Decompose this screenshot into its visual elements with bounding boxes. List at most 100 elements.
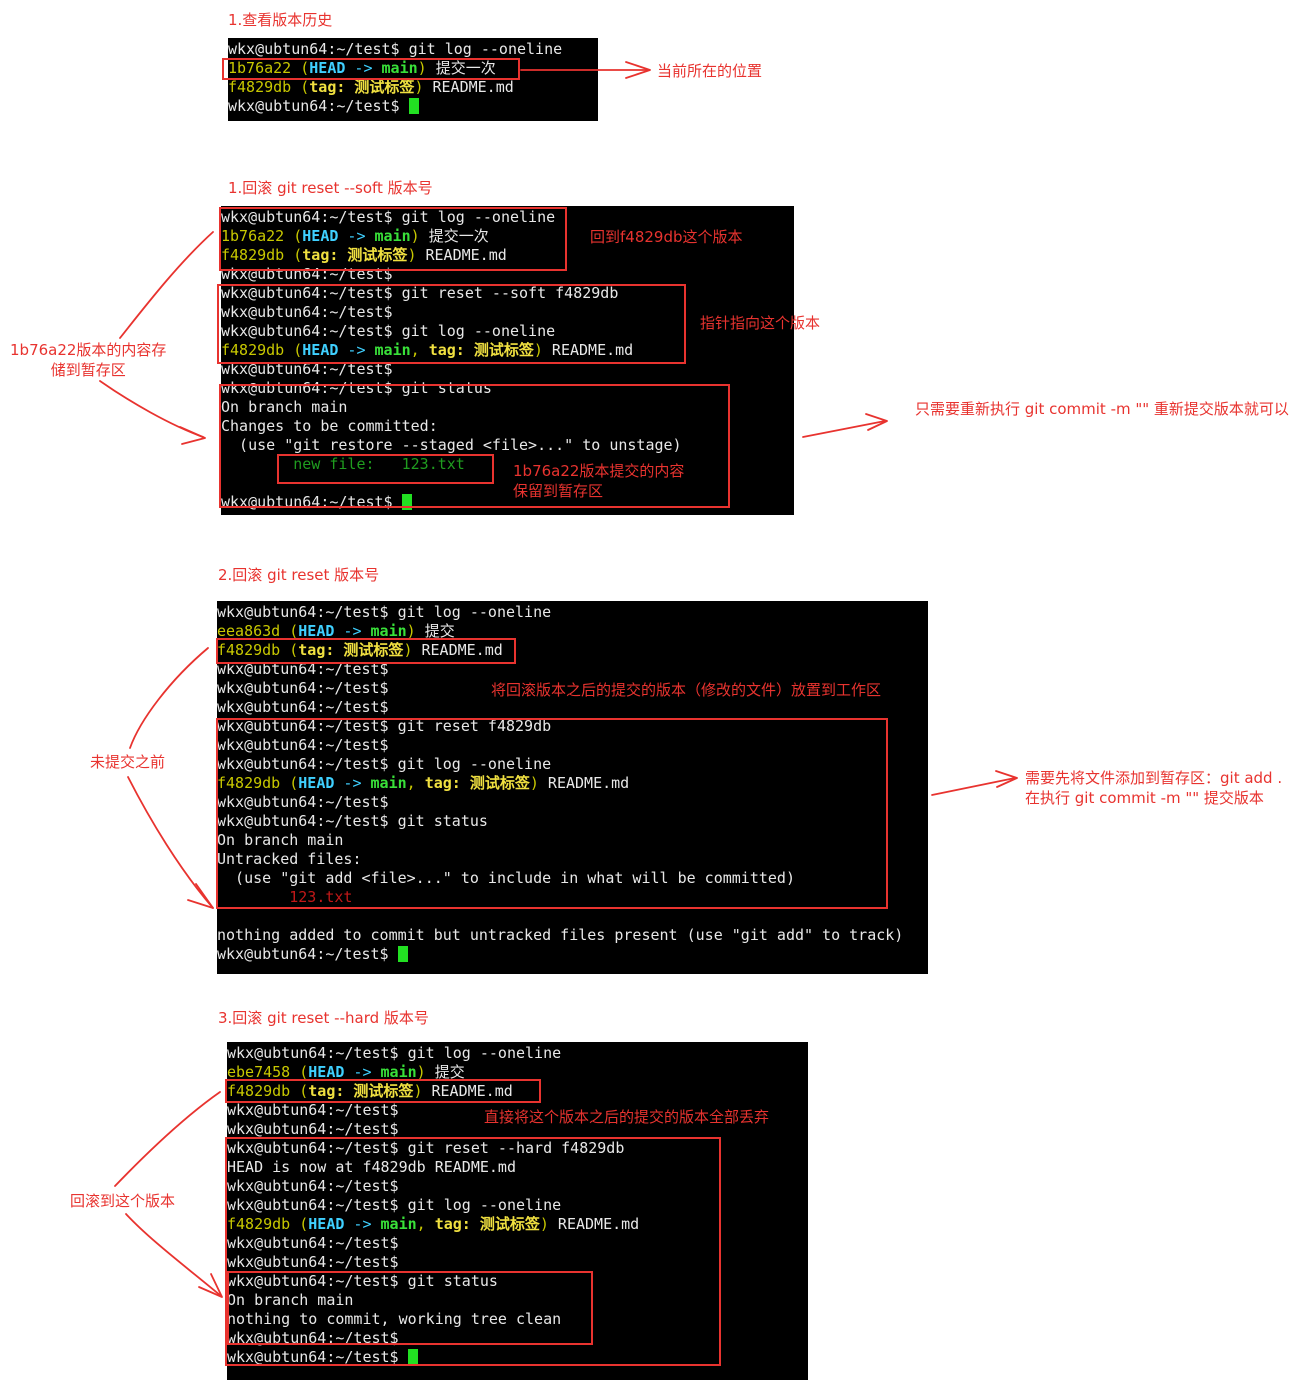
terminal-cursor[interactable] [407, 1349, 418, 1365]
commit-message: README.md [416, 246, 507, 264]
terminal-line: wkx@ubtun64:~/test$ git status [221, 379, 794, 398]
terminal-text: wkx@ubtun64:~/test$ [227, 1253, 399, 1271]
commit-hash: eea863d [217, 622, 281, 640]
terminal-cursor[interactable] [397, 946, 408, 962]
terminal-log-line: f4829db (tag: 测试标签) README.md [221, 246, 794, 265]
terminal-line: wkx@ubtun64:~/test$ git log --oneline [227, 1044, 808, 1063]
ref-paren-open: ( [290, 1063, 309, 1081]
head-ref: HEAD [298, 622, 335, 640]
terminal-line: wkx@ubtun64:~/test$ [227, 1253, 808, 1272]
ref-paren-open: ( [291, 59, 310, 77]
commit-message: README.md [538, 774, 630, 792]
ref-separator: , [406, 774, 425, 792]
tag-ref: tag: 测试标签 [298, 641, 404, 659]
terminal-line: wkx@ubtun64:~/test$ [217, 660, 928, 679]
highlight-reset-hard [225, 1137, 721, 1366]
branch-ref: main [381, 59, 418, 77]
terminal-log-line: eea863d (HEAD -> main) 提交 [217, 622, 928, 641]
terminal-log-line: f4829db (tag: 测试标签) README.md [227, 1082, 808, 1101]
commit-hash: f4829db [221, 246, 285, 264]
ref-paren-close: ) [403, 641, 413, 659]
branch-ref: main [380, 1215, 417, 1233]
terminal-line: On branch main [217, 831, 928, 850]
terminal-log-line: f4829db (HEAD -> main, tag: 测试标签) README… [227, 1215, 808, 1234]
terminal-text: Changes to be committed: [221, 417, 438, 435]
commit-message: README.md [423, 78, 514, 96]
terminal-prompt-line: wkx@ubtun64:~/test$ [217, 945, 928, 964]
commit-hash: 1b76a22 [228, 59, 292, 77]
note-discard-later: 直接将这个版本之后的提交的版本全部丢弃 [484, 1108, 770, 1126]
commit-hash: ebe7458 [227, 1063, 291, 1081]
note-recommit: 只需要重新执行 git commit -m "" 重新提交版本就可以 [915, 400, 1289, 418]
terminal-line: nothing added to commit but untracked fi… [217, 926, 928, 945]
highlight-log-before [219, 207, 567, 271]
branch-ref: main [370, 622, 407, 640]
terminal-line: wkx@ubtun64:~/test$ [217, 679, 928, 698]
highlight-clean-status [227, 1271, 593, 1345]
terminal-text: wkx@ubtun64:~/test$ git log --oneline [227, 1044, 562, 1062]
arrow-mixed-right [931, 777, 1016, 796]
arrow-hard-left-up [114, 1091, 221, 1187]
note-working-tree: 将回滚版本之后的提交的版本（修改的文件）放置到工作区 [491, 681, 882, 699]
terminal-text: nothing to commit, working tree clean [227, 1310, 562, 1328]
highlight-reset-soft [217, 284, 686, 364]
terminal-line: On branch main [221, 398, 794, 417]
terminal-prompt-line: wkx@ubtun64:~/test$ [227, 1348, 808, 1367]
highlight-staged-file [277, 454, 494, 484]
terminal-line: wkx@ubtun64:~/test$ [221, 303, 794, 322]
terminal-text: wkx@ubtun64:~/test$ git log --oneline [221, 322, 556, 340]
commit-hash: f4829db [227, 1215, 291, 1233]
terminal-text: wkx@ubtun64:~/test$ [227, 1177, 399, 1195]
tag-ref: tag: 测试标签 [424, 774, 530, 792]
terminal-text: wkx@ubtun64:~/test$ git reset f4829db [217, 717, 552, 735]
head-ref: HEAD [308, 1063, 345, 1081]
terminal-cursor[interactable] [408, 98, 419, 114]
terminal-log-line: f4829db (HEAD -> main, tag: 测试标签) README… [221, 341, 794, 360]
tag-ref: tag: 测试标签 [428, 341, 534, 359]
terminal-line: (use "git restore --staged <file>..." to… [221, 436, 794, 455]
terminal-line: wkx@ubtun64:~/test$ git log --oneline [227, 1196, 808, 1215]
ref-paren-close: ) [539, 1215, 549, 1233]
terminal-line: Changes to be committed: [221, 417, 794, 436]
ref-paren-close: ) [533, 341, 543, 359]
terminal-text: wkx@ubtun64:~/test$ git reset --soft f48… [221, 284, 619, 302]
terminal-line: Untracked files: [217, 850, 928, 869]
ref-paren-open: ( [284, 246, 303, 264]
highlight-current-position [222, 58, 520, 80]
commit-message: 提交一次 [419, 227, 489, 245]
commit-message: README.md [422, 1082, 513, 1100]
terminal-text: wkx@ubtun64:~/test$ [227, 1234, 399, 1252]
ref-paren-close: ) [413, 1082, 423, 1100]
arrow-soft-left-up [119, 231, 214, 339]
ref-arrow: -> [338, 227, 375, 245]
ref-paren-open: ( [290, 1082, 309, 1100]
terminal-line: wkx@ubtun64:~/test$ git status [217, 812, 928, 831]
commit-message: README.md [548, 1215, 640, 1233]
tag-ref: tag: 测试标签 [309, 78, 415, 96]
head-ref: HEAD [302, 341, 339, 359]
terminal-line: wkx@ubtun64:~/test$ [227, 1101, 808, 1120]
highlight-target-version [216, 638, 516, 664]
terminal-text: wkx@ubtun64:~/test$ git status [221, 379, 492, 397]
note-rollback-here: 回滚到这个版本 [70, 1192, 176, 1210]
terminal-line: wkx@ubtun64:~/test$ [217, 793, 928, 812]
terminal-text: wkx@ubtun64:~/test$ [227, 1120, 399, 1138]
terminal-text: nothing added to commit but untracked fi… [217, 926, 904, 944]
terminal-cursor[interactable] [401, 494, 412, 510]
branch-ref: main [380, 1063, 417, 1081]
ref-separator: , [410, 341, 429, 359]
note-before-commit: 未提交之前 [90, 753, 166, 771]
terminal-line: wkx@ubtun64:~/test$ git log --oneline [228, 40, 598, 59]
ref-arrow: -> [345, 59, 382, 77]
terminal-text: wkx@ubtun64:~/test$ [217, 698, 389, 716]
terminal-text: wkx@ubtun64:~/test$ git status [217, 812, 488, 830]
note-content-staged: 1b76a22版本的内容存 储到暂存区 [10, 341, 167, 379]
terminal-text: wkx@ubtun64:~/test$ git status [227, 1272, 498, 1290]
ref-paren-open: ( [280, 622, 299, 640]
terminal-text: wkx@ubtun64:~/test$ git log --oneline [228, 40, 563, 58]
ref-arrow: -> [338, 341, 375, 359]
note-pointer: 指针指向这个版本 [700, 314, 821, 332]
ref-paren-close: ) [529, 774, 539, 792]
prompt-text: wkx@ubtun64:~/test$ [227, 1348, 408, 1366]
